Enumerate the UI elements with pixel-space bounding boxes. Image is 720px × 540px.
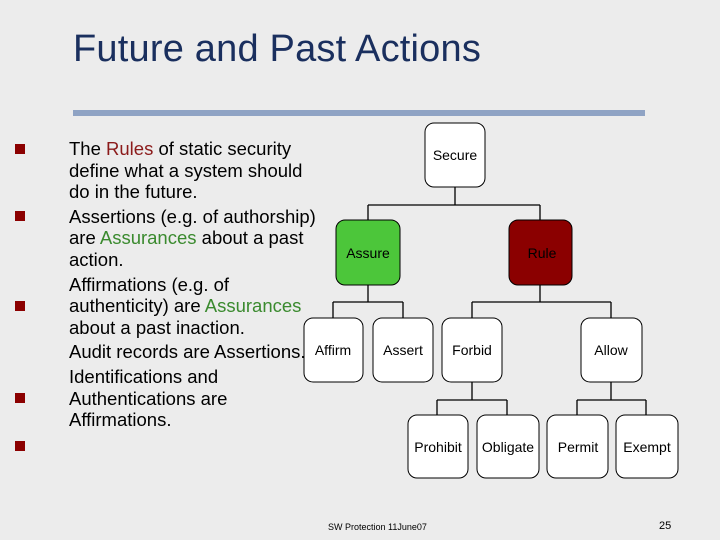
tree-nodes: Secure Assure Rule Affirm Assert Forbid … [303,122,679,479]
bullet-icon [15,211,25,221]
node-label: Assure [346,245,390,261]
bullet-item-identifications: Identifications and Authentications are … [69,366,319,431]
bullet-text: Audit records are Assertions. [69,341,306,363]
node-label: Forbid [452,342,492,358]
node-box [546,414,609,479]
bullet-item-rules: The Rules of static security define what… [69,138,319,203]
node-forbid: Forbid [441,317,503,383]
title-divider [73,110,645,116]
bullet-list: The Rules of static security define what… [69,138,319,434]
page-number: 25 [659,520,672,532]
slide-title: Future and Past Actions [73,28,482,70]
node-box [407,414,469,479]
tree-edges [332,187,647,415]
node-prohibit: Prohibit [407,414,469,479]
node-label: Permit [558,439,599,455]
bullet-item-affirmations: Affirmations (e.g. of authenticity) are … [69,274,319,339]
bullet-highlight-assurances: Assurances [204,295,302,317]
node-assure: Assure [335,219,401,286]
bullet-icon [15,144,25,154]
node-box [424,122,486,188]
node-box [508,219,573,286]
bullet-icon [15,393,25,403]
bullet-text: about a past action. [69,227,304,270]
node-allow: Allow [580,317,643,383]
bullet-item-audit: Audit records are Assertions. [69,341,319,363]
node-label: Affirm [315,342,351,358]
node-obligate: Obligate [476,414,540,479]
node-box [476,414,540,479]
node-secure: Secure [424,122,486,188]
bullet-text: The [69,138,107,159]
node-label: Obligate [482,439,534,455]
bullet-highlight-rules: Rules [106,138,154,159]
node-rule: Rule [508,219,573,286]
node-box [441,317,503,383]
node-permit: Permit [546,414,609,479]
slide-footer: SW Protection 11June07 [328,522,427,532]
bullet-icon [15,441,25,451]
bullet-text: of static security define what a system … [69,138,303,203]
bullet-icon [15,301,25,311]
node-label: Secure [433,147,478,163]
bullet-text: Affirmations (e.g. of authenticity) are [69,273,230,317]
node-label: Rule [528,245,557,261]
bullet-text: Assertions (e.g. of authorship) are [69,205,316,249]
node-box [335,219,401,286]
bullet-item-assertions: Assertions (e.g. of authorship) are Assu… [69,206,319,271]
node-affirm: Affirm [303,317,364,383]
node-box [303,317,364,383]
bullet-text: about a past inaction. [69,316,245,338]
bullet-highlight-assurances: Assurances [99,227,197,249]
node-label: Exempt [623,439,671,455]
node-label: Assert [383,342,423,358]
node-box [615,414,679,479]
node-exempt: Exempt [615,414,679,479]
node-label: Prohibit [414,439,462,455]
node-assert: Assert [372,317,434,383]
node-box [372,317,434,383]
node-label: Allow [594,342,628,358]
node-box [580,317,643,383]
bullet-text: Identifications and Authentications are … [69,365,228,431]
